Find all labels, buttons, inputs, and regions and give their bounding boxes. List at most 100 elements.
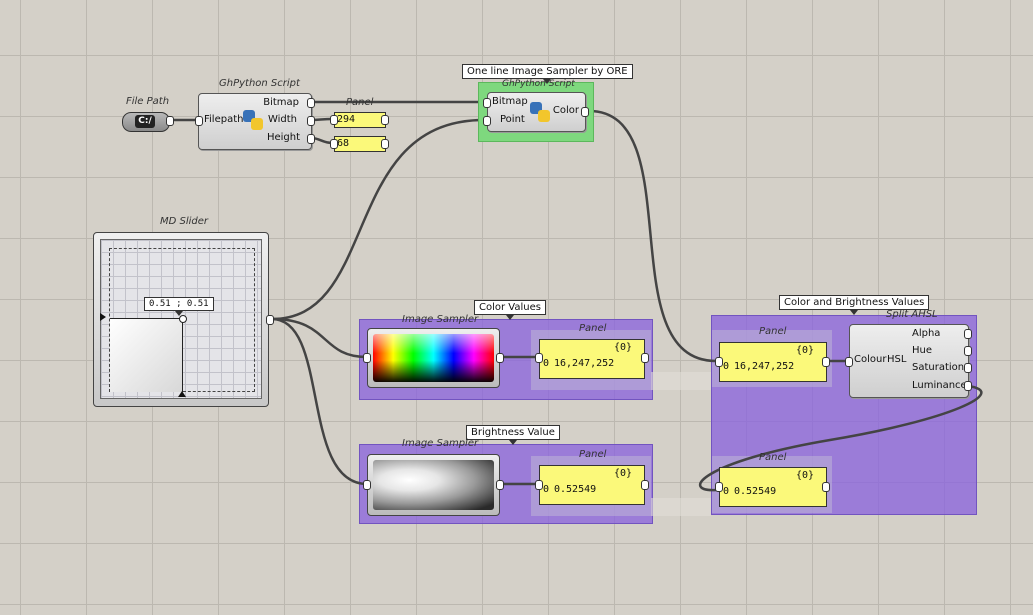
file-path-param[interactable]: C:/ [122,112,170,132]
grip-width-panel-in[interactable] [330,115,338,125]
grip-panel1-out[interactable] [641,353,649,363]
ahsl-color-panel[interactable]: {0} 0 16,247,252 [719,342,827,382]
color-output[interactable]: Color [552,105,579,116]
panel-top-caption: Panel [346,97,374,108]
wire-slider-color [271,317,368,359]
brightness-label: Brightness Value [466,425,560,445]
md-slider-region [110,318,183,392]
wire-slider-point [271,118,485,321]
grip-sampler1-in[interactable] [363,353,371,363]
ghpython1-component[interactable]: Filepath Bitmap Width Height [198,93,312,150]
ahsl-panel1-row: 0 [723,361,730,372]
luminance-output[interactable]: Luminance [912,380,967,391]
width-value: 294 [337,114,356,125]
sampler1-caption: Image Sampler [402,314,479,325]
grip-height-panel-out[interactable] [381,139,389,149]
hsl-center-label: HSL [887,354,907,365]
grip-sampler1-out[interactable] [496,353,504,363]
height-value: 68 [337,138,350,149]
height-output[interactable]: Height [266,132,300,143]
sampler2-caption: Image Sampler [402,438,479,449]
slider-left-arrow [100,313,106,321]
wire-luminance [698,384,983,492]
ahsl-panel1-caption: Panel [759,326,787,337]
ahsl-panel2-row: 0 [723,486,730,497]
grip-sampler2-out[interactable] [496,480,504,490]
filepath-input[interactable]: Filepath [204,114,244,125]
width-panel[interactable]: 294 [334,112,386,128]
md-slider-caption: MD Slider [160,216,209,227]
ghpython1-caption: GhPython Script [219,78,300,89]
grip-filepath-out[interactable] [166,116,174,126]
grip-panel2-in[interactable] [535,480,543,490]
grip-ahsl-panel1-out[interactable] [822,357,830,367]
ahsl-panel2-index: {0} [795,470,814,481]
grip-alpha-out[interactable] [964,329,972,339]
brightness-panel-index: {0} [613,468,632,479]
wire-slider-bright [271,317,368,486]
grip-bitmap-out[interactable] [307,98,315,108]
folder-icon: C:/ [135,115,155,128]
python-icon [243,110,263,130]
color-panel-value: 16,247,252 [554,358,615,369]
alpha-output[interactable]: Alpha [912,328,941,339]
brightness-panel[interactable]: {0} 0 0.52549 [539,465,645,505]
width-output[interactable]: Width [267,114,297,125]
md-slider-field[interactable] [100,239,262,399]
grip-ore-color-out[interactable] [581,107,589,117]
grip-height-panel-in[interactable] [330,139,338,149]
split-ahsl-component[interactable]: Colour HSL Alpha Hue Saturation Luminanc… [849,324,969,398]
ahsl-panel2-caption: Panel [759,452,787,463]
grip-split-in[interactable] [845,357,853,367]
grip-luminance-out[interactable] [964,381,972,391]
color-panel[interactable]: {0} 0 16,247,252 [539,339,645,379]
md-slider[interactable]: 0.51 ; 0.51 [93,232,269,407]
hue-output[interactable]: Hue [912,345,933,356]
grip-panel2-out[interactable] [641,480,649,490]
grip-ore-point-in[interactable] [483,116,491,126]
slider-bottom-arrow [178,391,186,397]
python-icon [530,102,550,122]
md-slider-handle[interactable] [179,315,187,323]
image-sampler-brightness[interactable] [367,454,500,516]
brightness-panel-value: 0.52549 [554,484,597,495]
bitmap-output[interactable]: Bitmap [263,97,299,108]
grip-ahsl-panel2-in[interactable] [715,482,723,492]
grip-ore-bitmap-in[interactable] [483,98,491,108]
colour-input[interactable]: Colour [854,354,887,365]
height-panel[interactable]: 68 [334,136,386,152]
color-panel-row: 0 [543,358,550,369]
grip-ahsl-panel1-in[interactable] [715,357,723,367]
ahsl-brightness-panel[interactable]: {0} 0 0.52549 [719,467,827,507]
grip-width-panel-out[interactable] [381,115,389,125]
split-ahsl-caption: Split AHSL [886,309,938,320]
point-input[interactable]: Point [500,114,525,125]
brightness-image [373,460,494,510]
grip-hue-out[interactable] [964,346,972,356]
wire-color-panel [588,109,717,363]
ahsl-panel1-index: {0} [795,345,814,356]
bitmap-input[interactable]: Bitmap [492,96,528,107]
file-path-caption: File Path [126,96,170,107]
grip-sampler2-in[interactable] [363,480,371,490]
color-values-label: Color Values [474,300,546,320]
grip-panel1-in[interactable] [535,353,543,363]
grip-height-out[interactable] [307,134,315,144]
ore-script-caption: GhPython Script [502,79,575,89]
grip-ghpy-in[interactable] [195,116,203,126]
panel1-caption: Panel [579,323,607,334]
md-slider-readout: 0.51 ; 0.51 [144,297,214,316]
ahsl-group-label: Color and Brightness Values [779,295,930,315]
color-panel-index: {0} [613,342,632,353]
image-sampler-color[interactable] [367,328,500,388]
grip-saturation-out[interactable] [964,363,972,373]
ore-script-component[interactable]: Bitmap Point Color [487,92,586,132]
grip-slider-out[interactable] [266,315,274,325]
grip-width-out[interactable] [307,116,315,126]
group-bridge [651,372,711,390]
color-spectrum-image [373,334,494,382]
grip-ahsl-panel2-out[interactable] [822,482,830,492]
ahsl-panel2-value: 0.52549 [734,486,777,497]
saturation-output[interactable]: Saturation [912,362,965,373]
